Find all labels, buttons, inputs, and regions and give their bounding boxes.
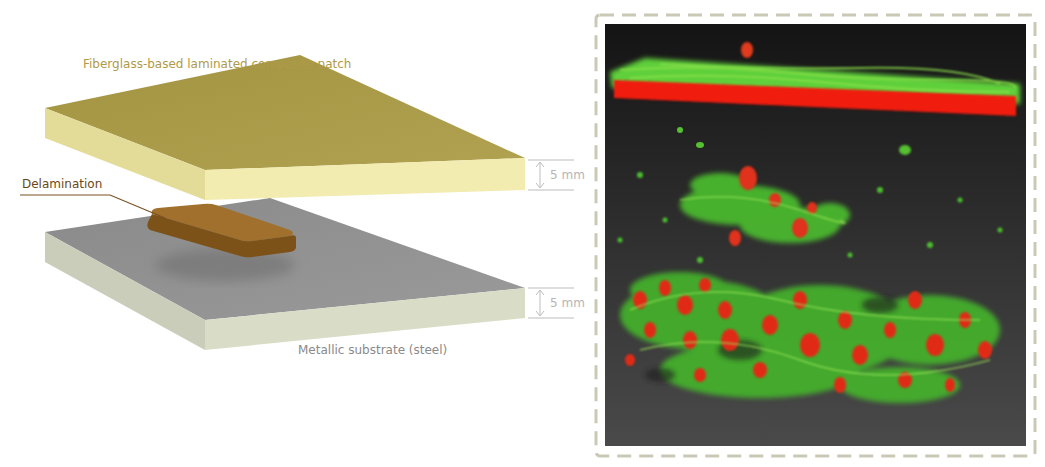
part-label: Delamination [22, 177, 102, 192]
ct-volume-render [610, 42, 1020, 403]
part-label: Fiberglass-based laminated composite pat… [83, 57, 351, 72]
leader-line [20, 195, 165, 218]
dashed-frame [596, 15, 1035, 456]
scan-background [605, 24, 1026, 446]
metal-substrate [45, 198, 525, 350]
dimension-marks [528, 160, 574, 318]
dimension-label: 5 mm [550, 168, 585, 183]
composite-patch [45, 55, 525, 200]
delamination-slab [147, 204, 296, 258]
part-label: Metallic substrate (steel) [298, 343, 447, 358]
dimension-label: 5 mm [550, 296, 585, 311]
